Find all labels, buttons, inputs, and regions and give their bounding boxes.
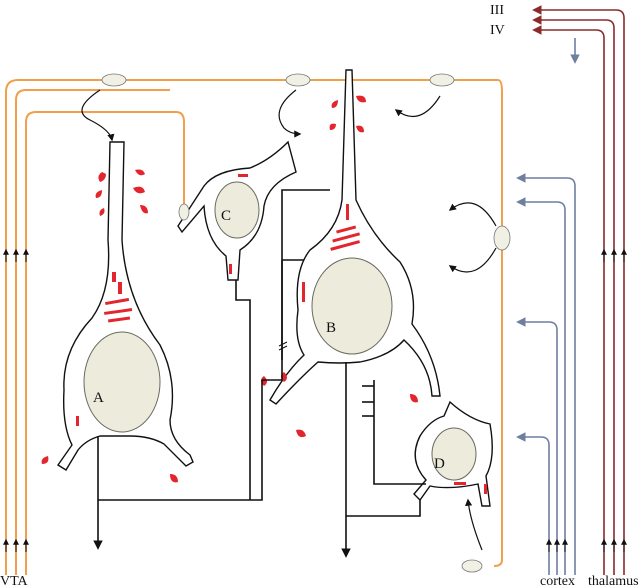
label-cortex: cortex xyxy=(540,574,575,588)
cortical-inputs xyxy=(516,38,580,575)
neuron-b: B xyxy=(261,69,441,438)
nucleus-b xyxy=(311,257,393,355)
arrow-to-c xyxy=(278,89,302,138)
label-thalamus: thalamus xyxy=(588,574,639,588)
thalamic-inputs xyxy=(532,5,627,575)
nucleus-a xyxy=(83,331,161,433)
cell-label-b: B xyxy=(326,320,336,336)
cell-label-d: D xyxy=(434,456,445,472)
nucleus-d xyxy=(431,427,477,481)
arrow-to-a xyxy=(81,89,115,142)
varicosities xyxy=(101,73,511,573)
neuron-c: C xyxy=(177,89,302,281)
label-layer-iii: III xyxy=(490,3,504,18)
nucleus-c xyxy=(214,181,260,239)
vta-fibers xyxy=(2,79,503,575)
label-vta: VTA xyxy=(0,574,29,588)
spines-a xyxy=(41,169,178,483)
arrow-to-d xyxy=(464,498,483,551)
label-layer-iv: IV xyxy=(490,23,505,38)
cell-label-c: C xyxy=(221,208,231,224)
neuron-a: A xyxy=(41,89,194,483)
neuron-d: D xyxy=(413,400,493,551)
axon-network xyxy=(93,189,426,558)
arrow-to-b xyxy=(394,95,441,118)
spines-b xyxy=(261,95,418,438)
cell-label-a: A xyxy=(93,390,104,406)
arrows-right xyxy=(448,202,497,273)
